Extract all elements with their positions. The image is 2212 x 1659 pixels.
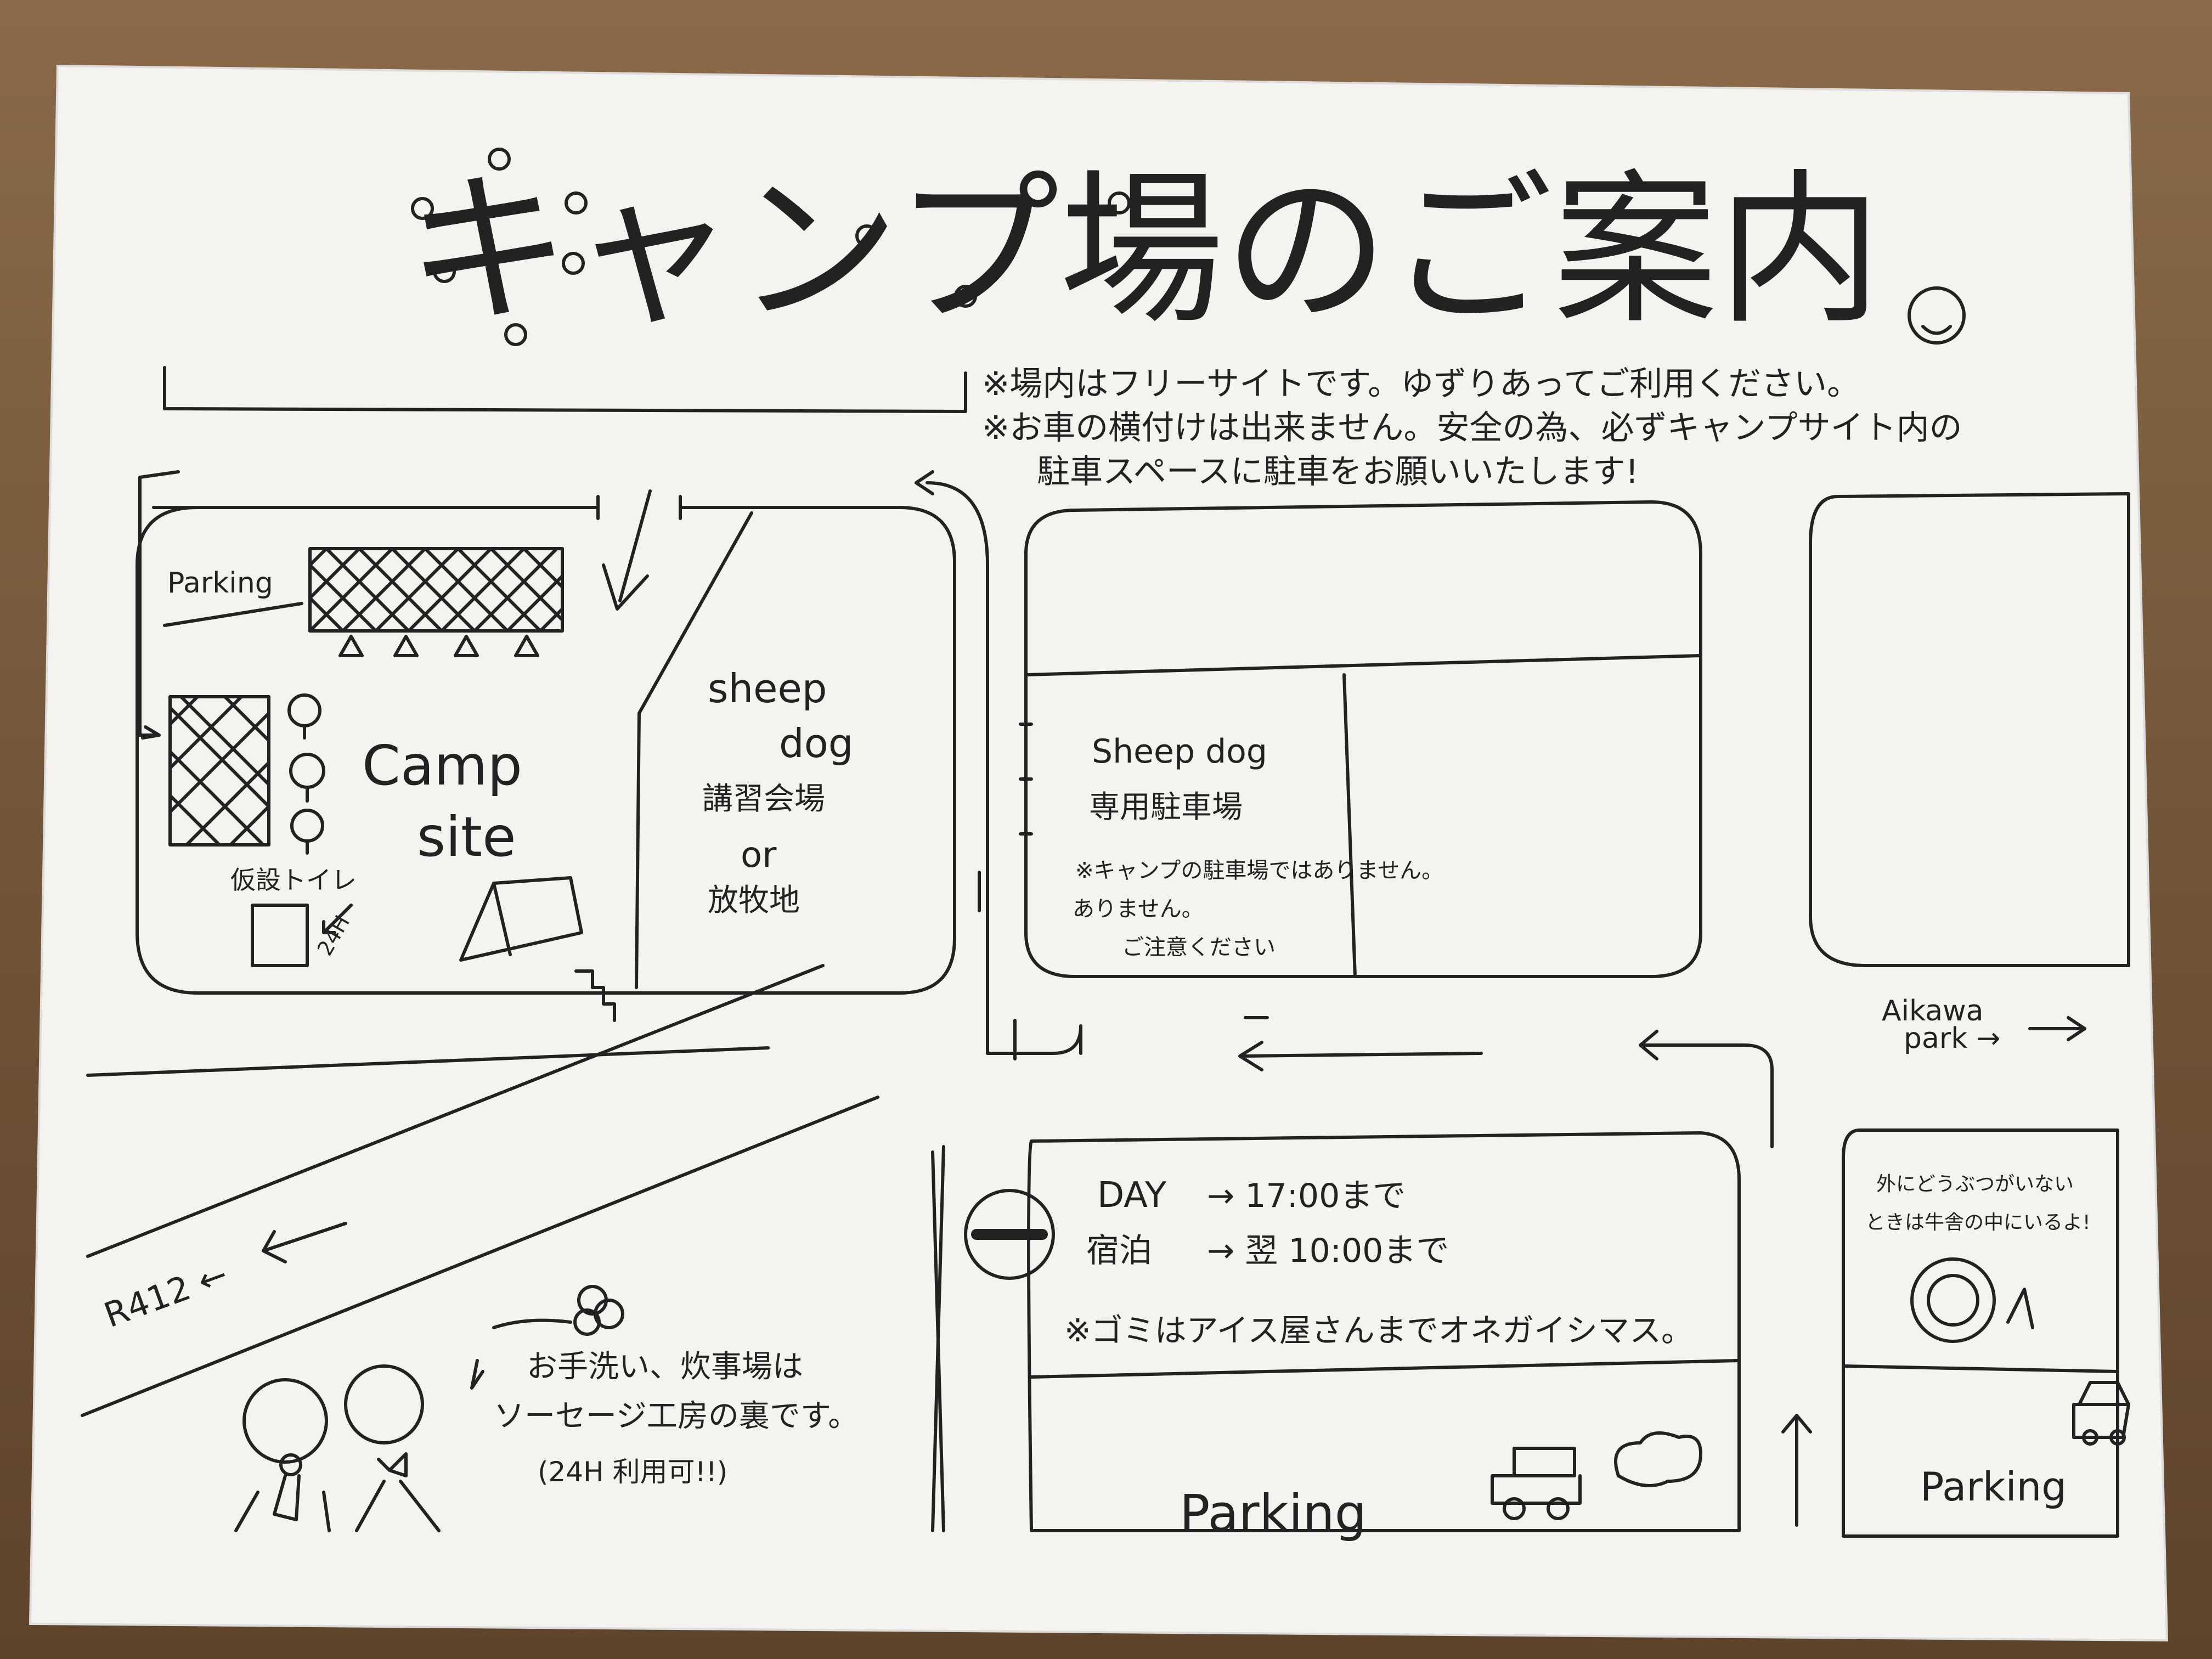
note-line-2: ※お車の横付けは出来ません。安全の為、必ずキャンプサイト内の <box>982 409 1962 447</box>
down-arrow <box>602 489 652 611</box>
right-block <box>1809 492 2130 967</box>
bottom-center-block <box>1027 1131 1741 1532</box>
sheepdog-parking-note3: ご注意ください <box>1122 935 1276 960</box>
sheep-area-line2: dog <box>779 720 853 766</box>
sheep-area-line3: 講習会場 <box>702 781 825 817</box>
parking-label-bottom-center: Parking <box>1180 1484 1367 1543</box>
toilet-label: 仮設トイレ <box>230 865 357 895</box>
sheepdog-parking-line1: Sheep dog <box>1092 732 1267 771</box>
sheep-area-line1: sheep <box>708 665 827 712</box>
left-arrow-middle <box>1238 1041 1483 1071</box>
sheep-area-divider <box>635 511 753 989</box>
no-entry-sign <box>964 1189 1055 1280</box>
person-right <box>344 1364 424 1444</box>
facilities-line2: ソーセージ工房の裏です。 <box>494 1398 859 1434</box>
camp-label-line1: Camp <box>362 733 522 798</box>
map-lines <box>81 148 2130 1538</box>
title-bracket <box>163 366 967 413</box>
animal-note-line2: ときは牛舎の中にいるよ! <box>1865 1211 2090 1234</box>
aikawa-label-line2: park → <box>1904 1022 2000 1055</box>
hours-day-value: → 17:00まで <box>1207 1177 1406 1215</box>
sheep-area-line5: 放牧地 <box>708 883 800 918</box>
up-arrow <box>1781 1414 1812 1527</box>
road-edge-bottom <box>81 1096 879 1417</box>
car-icon-center <box>1491 1447 1582 1505</box>
bottom-right-block <box>1842 1128 2119 1538</box>
aikawa-label-line1: Aikawa <box>1882 995 1983 1028</box>
toilet-box <box>251 904 309 967</box>
sheepdog-parking-line2: 専用駐車場 <box>1089 789 1243 825</box>
parking-label-bottom-right: Parking <box>1920 1464 2067 1510</box>
sheepdog-parking-note2: ありません。 <box>1073 896 1204 922</box>
cloud-icon <box>1614 1431 1702 1487</box>
sheep-area-line4: or <box>741 835 777 876</box>
road-edge-top <box>86 1046 770 1077</box>
hours-day-label: DAY <box>1097 1175 1167 1216</box>
person-left <box>242 1378 328 1464</box>
hours-stay-value: → 翌 10:00まで <box>1207 1232 1449 1270</box>
facilities-line3: (24H 利用可!!) <box>538 1456 727 1488</box>
note-line-3: 駐車スペースに駐車をお願いいたします! <box>1037 453 1639 491</box>
sheepdog-parking-block <box>1024 500 1702 978</box>
garbage-note: ※ゴミはアイス屋さんまでオネガイシマス。 <box>1064 1312 1693 1349</box>
camp-parking-label: Parking <box>167 567 273 600</box>
curved-arrow <box>1639 1030 1774 1148</box>
animal-note-line1: 外にどうぶつがいない <box>1876 1173 2074 1195</box>
paper-sheet <box>29 64 2169 1642</box>
camp-label-line2: site <box>417 805 516 869</box>
facilities-line1: お手洗い、炊事場は <box>527 1349 803 1385</box>
hours-stay-label: 宿泊 <box>1086 1232 1152 1270</box>
camp-parking-area <box>308 547 564 633</box>
note-line-1: ※場内はフリーサイトです。ゆずりあってご利用ください。 <box>982 365 1860 403</box>
tent-icon <box>459 876 583 962</box>
camp-block-outline <box>152 506 956 995</box>
smiley-icon <box>1908 286 1966 345</box>
page-title: キャンプ場のご案内 <box>406 155 1882 346</box>
animal-face-icon <box>1910 1257 1996 1343</box>
sheepdog-parking-note1: ※キャンプの駐車場ではありません。 <box>1075 858 1443 883</box>
